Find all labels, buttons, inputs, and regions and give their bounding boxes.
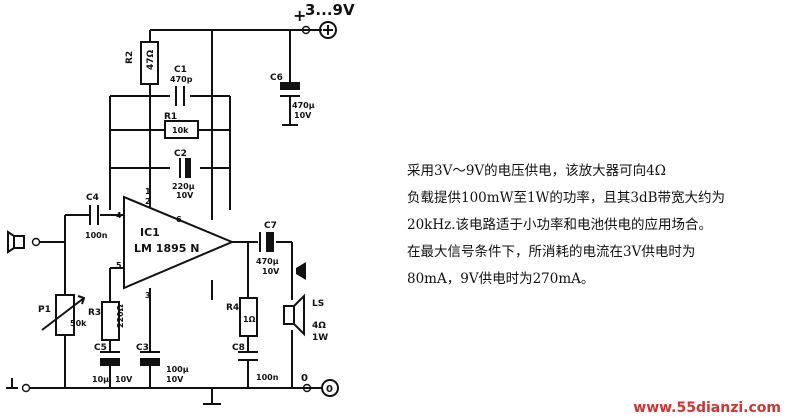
c5-value: 10μ bbox=[92, 375, 109, 384]
c5-voltage: 10V bbox=[115, 375, 133, 384]
resistor-r3: R3 220Ω bbox=[88, 301, 125, 341]
resistor-r4: R4 1Ω bbox=[226, 297, 258, 337]
ground-rail bbox=[6, 378, 316, 405]
c2-value: 220μ bbox=[172, 182, 195, 191]
r2-ref: R2 bbox=[125, 51, 135, 64]
pin-6-label: 6 bbox=[176, 215, 182, 224]
ls-ref: LS bbox=[312, 299, 324, 309]
input-jack-icon bbox=[7, 230, 41, 254]
potentiometer-p1: P1 50k bbox=[38, 294, 87, 336]
description-line: 80mA，9V供电时为270mA。 bbox=[407, 271, 595, 287]
c6-ref: C6 bbox=[270, 73, 283, 83]
ic1-part: LM 1895 N bbox=[134, 242, 199, 255]
resistor-r2: R2 47Ω bbox=[125, 41, 159, 96]
r3-value: 220Ω bbox=[116, 304, 125, 328]
ground-rail-label: 0 bbox=[301, 373, 308, 384]
ls-power: 1W bbox=[312, 333, 328, 343]
c8-value: 100n bbox=[256, 373, 279, 382]
c4-value: 100n bbox=[85, 231, 108, 240]
supply-plus: + bbox=[293, 6, 306, 25]
c8-ref: C8 bbox=[232, 343, 245, 353]
capacitor-c1: C1 470p bbox=[170, 65, 193, 106]
pin-1-label: 1 bbox=[145, 187, 151, 196]
c7-voltage: 10V bbox=[262, 267, 280, 276]
loudspeaker-icon: LS 4Ω 1W bbox=[283, 262, 328, 343]
c3-ref: C3 bbox=[136, 343, 149, 353]
r1-value: 10k bbox=[172, 126, 189, 135]
r1-ref: R1 bbox=[164, 112, 177, 122]
capacitor-c2: C2 220μ 10V bbox=[170, 149, 200, 200]
circuit-description: 采用3V～9V的电压供电，该放大器可向4Ω 负载提供100mW至1W的功率，且其… bbox=[407, 158, 779, 293]
c5-ref: C5 bbox=[94, 343, 107, 353]
c1-ref: C1 bbox=[174, 65, 187, 75]
ls-value: 4Ω bbox=[312, 321, 326, 331]
capacitor-c7: C7 470μ 10V bbox=[256, 221, 280, 276]
supply-rail bbox=[149, 29, 312, 220]
c2-ref: C2 bbox=[174, 149, 187, 159]
pin-5-label: 5 bbox=[116, 261, 122, 270]
capacitor-c6: C6 470μ 10V bbox=[270, 73, 315, 126]
pin-3-label: 3 bbox=[145, 291, 151, 300]
description-line: 20kHz.该电路适于小功率和电池供电的应用场合。 bbox=[407, 217, 713, 233]
p1-ref: P1 bbox=[38, 305, 51, 315]
description-line: 负载提供100mW至1W的功率，且其3dB带宽大约为 bbox=[407, 190, 726, 206]
c4-ref: C4 bbox=[86, 193, 99, 203]
ground-terminal-label: 0 bbox=[326, 384, 333, 395]
watermark: www.55dianzi.com bbox=[633, 400, 781, 416]
r4-value: 1Ω bbox=[243, 315, 256, 324]
p1-value: 50k bbox=[70, 319, 87, 328]
description-line: 采用3V～9V的电压供电，该放大器可向4Ω bbox=[407, 163, 666, 179]
input-wiring bbox=[40, 214, 124, 388]
supply-terminal: + 3...9V bbox=[293, 1, 355, 39]
ic1-amplifier: IC1 LM 1895 N 1 2 3 4 5 6 bbox=[116, 187, 235, 300]
description-line: 在最大信号条件下，所消耗的电流在3V供电时为 bbox=[407, 244, 696, 260]
r3-ref: R3 bbox=[88, 308, 101, 318]
capacitor-c8: C8 100n bbox=[232, 343, 279, 382]
pin-2-label: 2 bbox=[145, 197, 151, 206]
capacitor-c3: C3 100μ 10V bbox=[136, 288, 189, 388]
c1-value: 470p bbox=[170, 75, 193, 84]
c7-value: 470μ bbox=[256, 257, 279, 266]
r2-value: 47Ω bbox=[146, 49, 156, 70]
supply-voltage-label: 3...9V bbox=[305, 1, 355, 19]
ic1-name: IC1 bbox=[140, 226, 160, 239]
c7-ref: C7 bbox=[264, 221, 277, 231]
c3-value: 100μ bbox=[166, 365, 189, 374]
c3-voltage: 10V bbox=[166, 375, 184, 384]
capacitor-c4: C4 100n bbox=[85, 193, 108, 240]
c6-value: 470μ bbox=[292, 101, 315, 110]
ground-terminal: 0 0 bbox=[301, 373, 339, 397]
capacitor-c5: C5 10μ 10V bbox=[92, 343, 133, 384]
resistor-r1: R1 10k bbox=[164, 112, 199, 139]
r4-ref: R4 bbox=[226, 303, 239, 313]
c6-voltage: 10V bbox=[294, 111, 312, 120]
c2-voltage: 10V bbox=[176, 191, 194, 200]
output-wiring bbox=[211, 241, 293, 388]
